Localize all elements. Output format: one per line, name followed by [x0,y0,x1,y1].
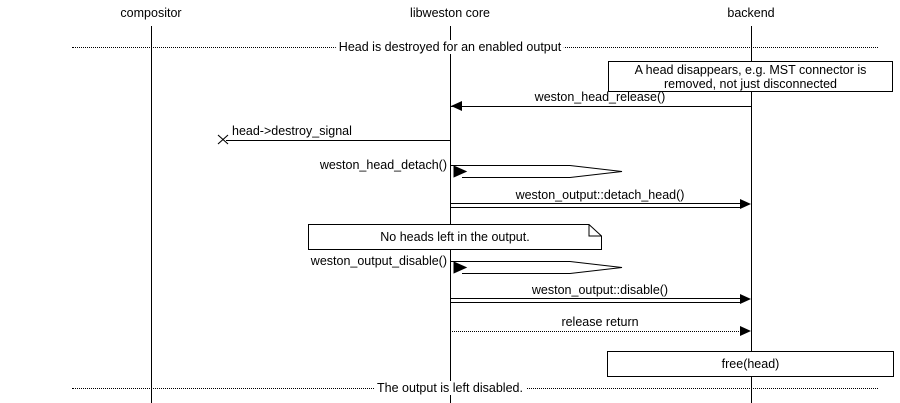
message-line-weston-output-detach-head [450,203,741,208]
message-line-release-return [450,331,741,332]
note-line-2: removed, not just disconnected [663,76,837,91]
lifeline-compositor [151,26,152,403]
note-no-heads-left: No heads left in the output. [308,224,602,250]
message-label-release-return: release return [561,315,639,329]
note-line-1: A head disappears, e.g. MST connector is [634,62,867,77]
message-label-weston-output-disable-call: weston_output_disable() [310,254,447,268]
message-label-weston-head-release: weston_head_release() [534,90,666,104]
lifeline-libweston-core [450,26,451,403]
message-arrowhead-release-return [740,326,751,336]
message-label-head-destroy-signal: head->destroy_signal [232,124,352,138]
message-label-weston-output-disable: weston_output::disable() [531,283,669,297]
note-mst-connector-text: A head disappears, e.g. MST connector is… [608,61,893,92]
separator-label-bottom: The output is left disabled. [374,381,526,395]
action-box-free-head: free(head) [607,351,894,377]
message-line-weston-output-disable [450,298,741,303]
note-no-heads-left-text: No heads left in the output. [308,224,602,250]
message-label-weston-head-detach: weston_head_detach() [319,158,447,172]
note-no-heads-left-label: No heads left in the output. [380,230,530,244]
lifeline-backend [751,26,752,403]
actor-label-backend: backend [727,6,775,20]
message-arrowhead-weston-output-disable [740,294,751,304]
self-message-weston-head-detach [450,165,623,178]
note-border [608,61,893,92]
message-arrowhead-weston-head-release [451,101,462,111]
separator-label-top: Head is destroyed for an enabled output [335,40,565,54]
note-no-heads-left-border [308,224,602,250]
note-mst-connector: A head disappears, e.g. MST connector is… [608,61,893,92]
actor-label-libweston-core: libweston core [410,6,490,20]
action-box-free-head-label: free(head) [721,357,780,371]
self-message-weston-output-disable [450,261,623,274]
actor-label-compositor: compositor [120,6,182,20]
lost-message-x-icon [217,134,229,145]
message-label-weston-output-detach-head: weston_output::detach_head() [515,188,685,202]
message-line-head-destroy-signal [226,140,450,141]
message-arrowhead-weston-output-detach-head [740,199,751,209]
message-line-weston-head-release [451,106,751,107]
